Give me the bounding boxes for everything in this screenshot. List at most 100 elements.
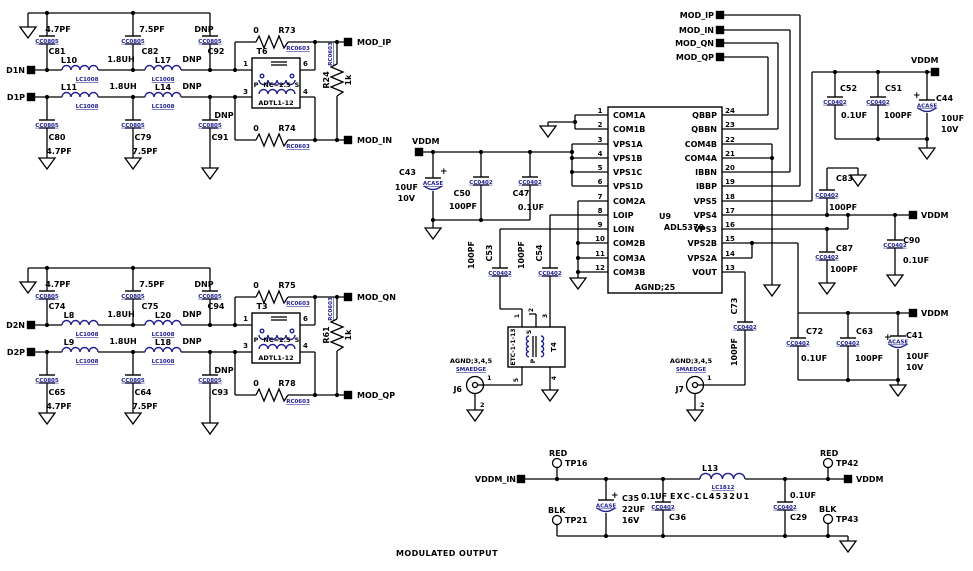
port-MOD_IN (715, 25, 725, 35)
tp-color: BLK (819, 505, 837, 514)
value: 100PF (830, 265, 858, 274)
tp-refdes: TP43 (836, 515, 858, 524)
footprint: RC0603 (328, 297, 334, 321)
value: 0.1UF (518, 203, 544, 212)
value: 0.1UF (790, 491, 816, 500)
refdes: C91 (211, 133, 228, 142)
footprint: CC0805 (35, 123, 59, 129)
footprint: LC1008 (152, 359, 175, 365)
footprint: RC0603 (286, 301, 310, 307)
value: 100PF (449, 202, 477, 211)
gnd-symbol (838, 540, 858, 554)
inductor-L18 (144, 346, 182, 353)
ic-pin-number-left: 8 (598, 207, 603, 215)
value: 4.7PF (46, 402, 72, 411)
ratio-label: NC=2.5 (263, 81, 291, 89)
value: 0.1UF (641, 492, 667, 501)
port-D1P (26, 92, 36, 102)
footprint: CC0805 (35, 378, 59, 384)
tp-refdes: TP42 (836, 459, 858, 468)
value: 100PF (855, 354, 883, 363)
sheet-note: MODULATED OUTPUT (396, 549, 498, 558)
cap-C50 (473, 176, 489, 186)
pin-number: 4 (551, 376, 558, 380)
cap-C44 (917, 99, 937, 113)
value: 10UF (395, 183, 418, 192)
net-label: MOD_IN (679, 26, 714, 35)
secondary-label: S (295, 81, 300, 89)
ic-pin-number-left: 1 (598, 107, 603, 115)
ic-pin-name-left: COM3A (613, 254, 646, 263)
ic-pin-name-left: COM1A (613, 111, 646, 120)
primary-label: P (254, 336, 259, 344)
pin-number: 3 (243, 88, 248, 96)
pin-number: 6 (303, 315, 308, 323)
junctions (845, 310, 901, 383)
footprint: ACASE (917, 104, 938, 110)
footprint: CC0805 (198, 39, 222, 45)
port-VDDM (908, 308, 918, 318)
refdes: C54 (535, 244, 544, 261)
refdes: C41 (906, 331, 923, 340)
gnd-symbol (18, 281, 38, 295)
port-MOD_IP (343, 37, 353, 47)
gnd-symbol (18, 26, 38, 40)
value: 7.5PF (139, 280, 165, 289)
ic-pin-name-right: VPS2A (687, 254, 717, 263)
footprint: CC0402 (651, 505, 675, 511)
net-label-vddm-in: VDDM_IN (475, 475, 516, 484)
ic-pin-name-left: COM1B (613, 125, 645, 134)
ic-pin-name-left: VPS1A (613, 140, 643, 149)
ic-pin-number-left: 3 (598, 136, 603, 144)
ratio-label: NC=2.5 (263, 336, 291, 344)
cap-C93 (202, 374, 218, 384)
refdes: C82 (141, 47, 158, 56)
value2: 10V (398, 194, 416, 203)
footprint: LC1008 (76, 77, 99, 83)
refdes: C65 (48, 388, 65, 397)
part-number: ADTL1-12 (258, 354, 293, 362)
ic-pin-number-left: 6 (598, 178, 603, 186)
value: 1.8UH (109, 337, 136, 346)
ic-pin-name-right: VPS2B (688, 239, 717, 248)
value: DNP (194, 280, 213, 289)
value2: 10V (906, 363, 924, 372)
net-label-mod-in: MOD_IN (357, 136, 392, 145)
value: 22UF (622, 505, 645, 514)
cap-C87 (819, 251, 835, 261)
ic-part-number: ADL5370 (664, 223, 705, 232)
footprint: CC0402 (518, 180, 542, 186)
pin-number: 6 (303, 60, 308, 68)
pin-number: 1 (243, 60, 248, 68)
value2: 16V (622, 516, 640, 525)
cap-C53 (492, 267, 508, 277)
gnd-symbol (37, 412, 57, 426)
value: 100PF (730, 338, 739, 366)
ic-pin-number-left: 5 (598, 164, 603, 172)
gnd-pins-note: AGND;3,4,5 (670, 357, 713, 365)
port-D2P (26, 347, 36, 357)
junctions (749, 155, 898, 246)
transformer-T4-body (507, 326, 566, 368)
cap-C80 (39, 119, 55, 129)
ic-pin-number-left: 11 (595, 250, 605, 258)
footprint: ACASE (596, 504, 617, 510)
pin-number: 5 (513, 378, 520, 382)
mod-net-inputs: MOD_IP MOD_IN MOD_QN MOD_QP (675, 10, 725, 62)
footprint: CC0402 (488, 271, 512, 277)
polarity-plus: + (913, 91, 921, 101)
connector-J6 (465, 375, 485, 395)
balun-q: T3 1 6 3 4 P NC=2.5 S ADTL1-12 0 R75 RC0… (243, 281, 396, 405)
ic-pin-name-left: LOIN (613, 225, 634, 234)
refdes: L10 (61, 56, 78, 65)
footprint: SMAEDGE (456, 367, 487, 373)
testpoint-TP42 (822, 457, 834, 469)
ic-pin-number-left: 7 (598, 193, 603, 201)
refdes: L20 (155, 311, 172, 320)
ic-pin-name-right: QBBN (691, 125, 717, 134)
footprint: RC0603 (328, 42, 334, 66)
footprint: CC0805 (121, 294, 145, 300)
resistor-R61 (329, 318, 345, 352)
refdes: C94 (207, 302, 224, 311)
footprint: LC1812 (712, 485, 735, 491)
